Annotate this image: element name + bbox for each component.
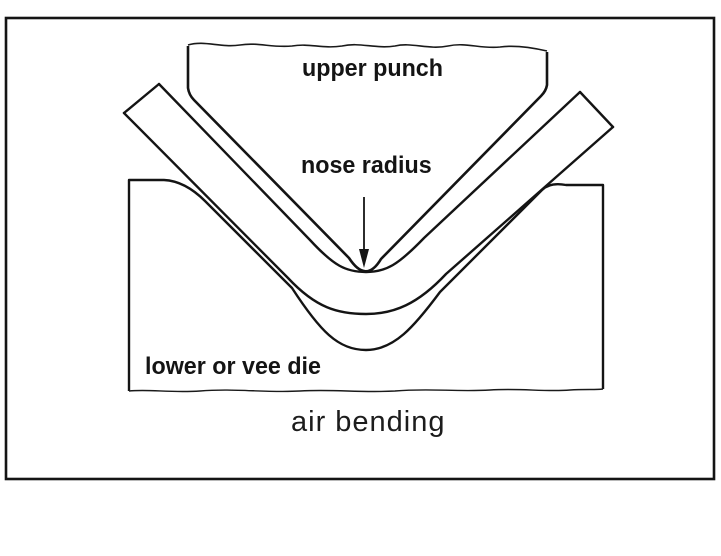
sheet-left-end xyxy=(122,82,161,115)
nose-radius-arrowhead-icon xyxy=(359,249,369,268)
nose-radius-label: nose radius xyxy=(301,152,432,179)
diagram-frame xyxy=(4,16,716,481)
sheet-right-end xyxy=(578,90,615,129)
figure-caption: air bending xyxy=(291,406,446,438)
upper-punch-label: upper punch xyxy=(302,55,443,82)
sheet-top-surface xyxy=(157,82,582,274)
lower-die-label: lower or vee die xyxy=(145,353,321,380)
nose-radius-arrow xyxy=(359,197,369,268)
sheet-bottom-surface xyxy=(122,111,615,316)
die-bottom-break-line xyxy=(128,388,604,393)
die-outline xyxy=(127,178,605,391)
punch-top-break-line xyxy=(187,42,548,52)
